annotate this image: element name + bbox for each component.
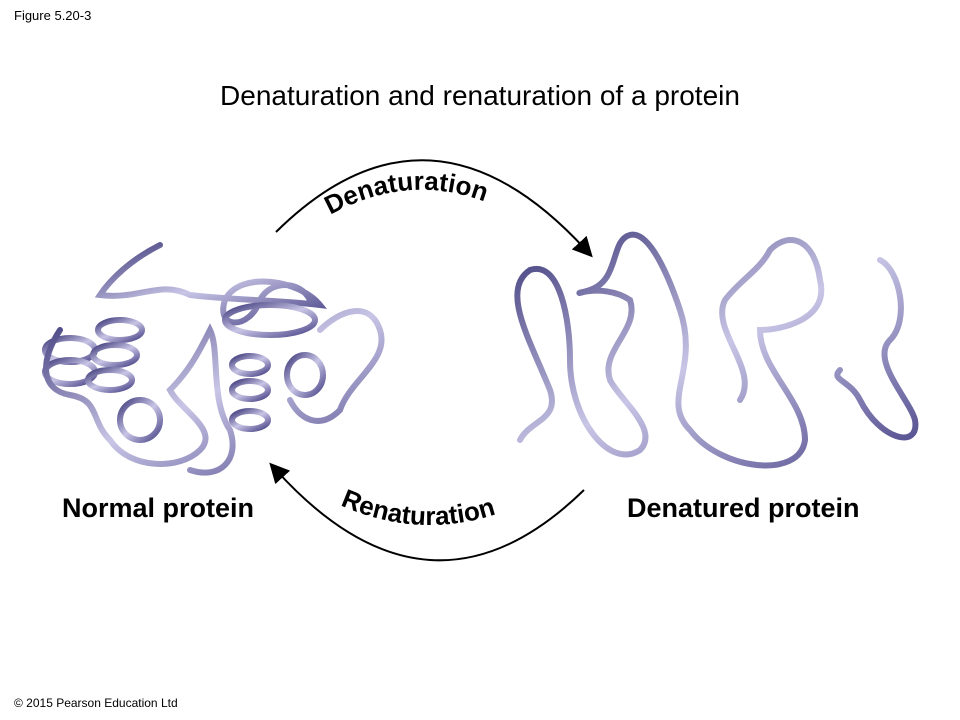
copyright: © 2015 Pearson Education Ltd	[14, 696, 178, 710]
denaturation-label: Denaturation	[319, 166, 492, 220]
renaturation-label: Renaturation	[338, 483, 498, 531]
normal-protein-ribbon	[42, 242, 385, 476]
diagram-title: Denaturation and renaturation of a prote…	[220, 80, 740, 111]
normal-protein-label: Normal protein	[62, 493, 255, 523]
denatured-protein-label: Denatured protein	[627, 493, 860, 523]
denatured-protein-ribbon	[514, 231, 919, 469]
renaturation-arrow	[269, 462, 585, 562]
figure-label: Figure 5.20-3	[14, 8, 92, 23]
denaturation-arrow	[275, 159, 593, 258]
